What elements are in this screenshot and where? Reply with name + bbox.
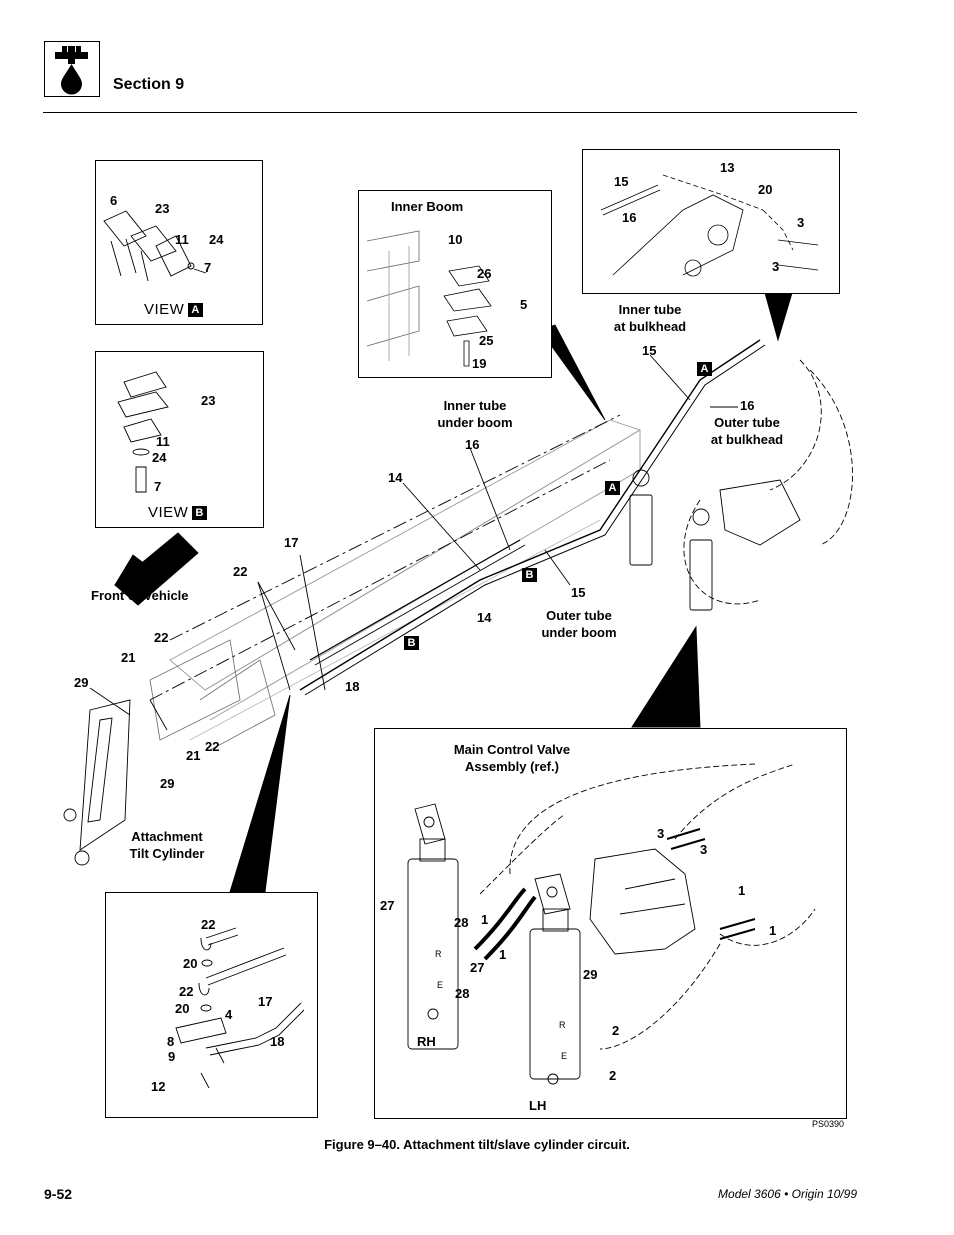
fitting-detail-panel: 22 20 22 20 4 17 8 9 18 12 [105,892,318,1118]
port-r-lh: R [559,1020,566,1030]
part-15: 15 [614,174,629,189]
bulkhead-panel: 15 13 20 16 3 3 [582,149,840,294]
part-27-a: 27 [380,898,395,913]
view-b-drawing [117,371,169,493]
part-15-bulkhead: 15 [642,343,657,358]
part-28-b: 28 [455,986,470,1001]
figure-caption: Figure 9–40. Attachment tilt/slave cylin… [324,1137,630,1152]
header-rule [43,112,857,113]
model-info: Model 3606 • Origin 10/99 [718,1187,857,1201]
part-2-b: 2 [609,1068,617,1083]
part-18-detail: 18 [270,1034,285,1049]
part-10: 10 [448,232,463,247]
part-16: 16 [622,210,637,225]
part-18: 18 [345,679,360,694]
lh-cylinder-label: LH [529,1098,547,1113]
part-3-valve-a: 3 [657,826,665,841]
part-29-valve: 29 [583,967,598,982]
port-r-rh: R [435,949,442,959]
part-22-mid: 22 [154,630,169,645]
section-title: Section 9 [113,76,185,93]
control-valve-panel: Main Control Valve Assembly (ref.) 3 3 1… [374,728,847,1119]
part-6: 6 [110,193,118,208]
part-8: 8 [167,1034,175,1049]
inner-tube-bulkhead-label: Inner tube at bulkhead [613,302,687,334]
part-24: 24 [209,232,224,247]
part-25: 25 [479,333,494,348]
attachment-tilt-cylinder-label: Attachment Tilt Cylinder [129,829,205,861]
page-number: 9-52 [44,1186,73,1202]
part-23: 23 [201,393,216,408]
port-e-lh: E [561,1051,568,1061]
inner-tube-boom-label: Inner tube under boom [437,398,513,430]
part-21-lower: 21 [186,748,201,763]
part-1-rh-b: 1 [499,947,507,962]
view-a-tag-2: A [605,481,620,495]
part-20: 20 [758,182,773,197]
part-9: 9 [168,1049,176,1064]
part-15-boom: 15 [571,585,586,600]
part-5: 5 [520,297,528,312]
view-b-tag-2: B [404,636,419,650]
part-2-a: 2 [612,1023,620,1038]
part-11: 11 [175,232,189,247]
part-22-a: 22 [201,917,216,932]
part-19: 19 [472,356,487,371]
front-of-vehicle-label: Front of Vehicle [91,588,189,603]
part-28-a: 28 [454,915,469,930]
rh-cylinder-label: RH [417,1034,436,1049]
part-7: 7 [204,260,212,275]
part-21-upper: 21 [121,650,136,665]
outer-tube-boom-label: Outer tube under boom [541,608,617,640]
part-3: 3 [797,215,805,230]
part-27-b: 27 [470,960,485,975]
part-22-upper: 22 [233,564,248,579]
part-3b: 3 [772,259,780,274]
part-7: 7 [154,479,162,494]
part-1-valve-b: 1 [769,923,777,938]
view-a-tag: A [697,362,712,376]
main-control-valve-label: Main Control Valve Assembly (ref.) [453,742,571,774]
view-b-tag: B [522,568,537,582]
part-17: 17 [284,535,299,550]
part-4: 4 [225,1007,233,1022]
part-3-valve-b: 3 [700,842,708,857]
bulkhead-drawing [600,174,819,277]
part-12: 12 [151,1079,166,1094]
part-1-valve-a: 1 [738,883,746,898]
part-29-upper: 29 [74,675,89,690]
part-14-upper: 14 [388,470,403,485]
part-14-lower: 14 [477,610,492,625]
fitting-detail-drawing [175,927,305,1089]
part-13: 13 [720,160,735,175]
inner-boom-panel: Inner Boom 10 26 5 25 19 [358,190,552,378]
hydraulics-logo-icon [44,41,100,97]
outer-tube-bulkhead-label: Outer tube at bulkhead [710,415,784,447]
part-23: 23 [155,201,170,216]
part-22-lower: 22 [205,739,220,754]
part-20-b: 20 [175,1001,190,1016]
part-17-detail: 17 [258,994,273,1009]
port-e-rh: E [437,980,444,990]
part-26: 26 [477,266,492,281]
figure-code: PS0390 [812,1119,845,1129]
part-29-lower: 29 [160,776,175,791]
part-22-b: 22 [179,984,194,999]
control-valve-drawing [407,763,816,1085]
part-16-bulkhead: 16 [740,398,755,413]
inner-boom-title: Inner Boom [391,199,464,214]
part-16-boom: 16 [465,437,480,452]
part-20-a: 20 [183,956,198,971]
view-a-drawing [103,210,207,282]
part-11: 11 [156,434,170,449]
part-1-rh-a: 1 [481,912,489,927]
inner-boom-drawing [366,230,492,367]
part-24: 24 [152,450,167,465]
